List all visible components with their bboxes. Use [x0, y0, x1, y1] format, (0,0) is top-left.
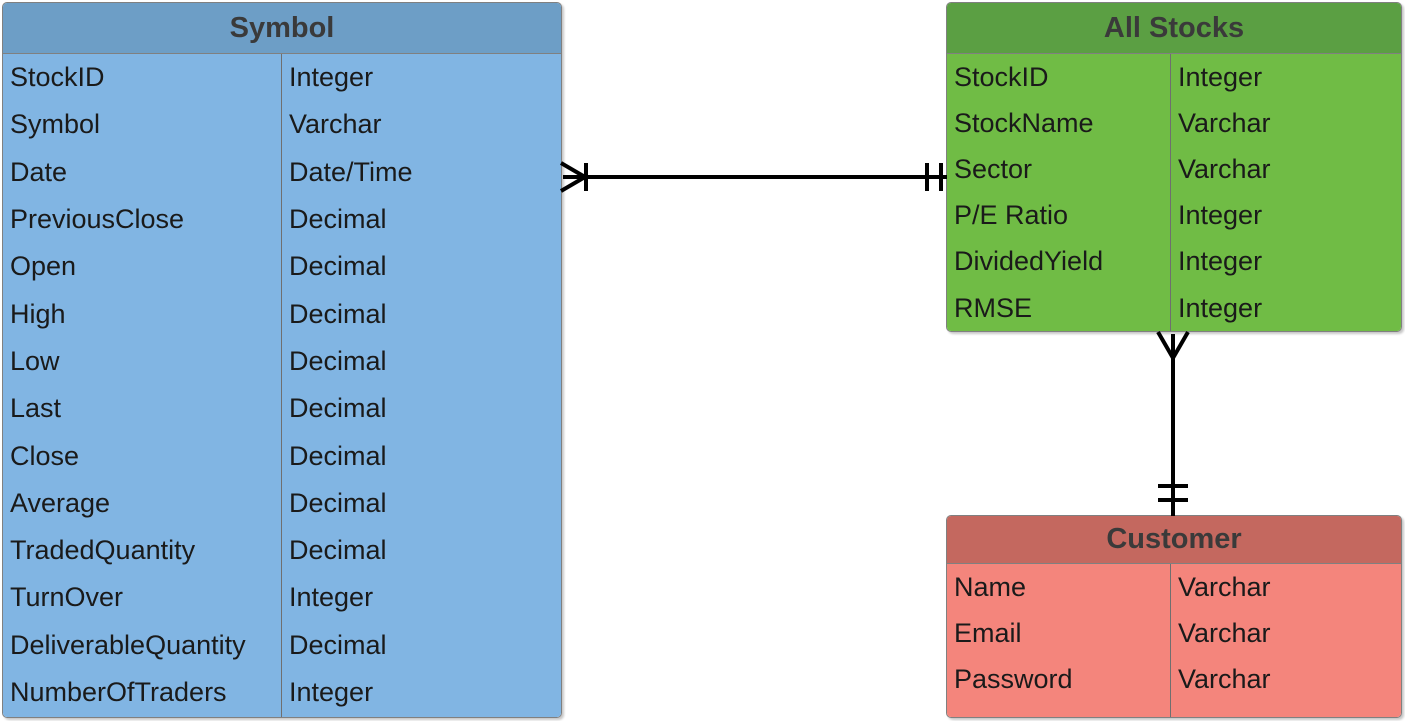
entity-all-stocks-title: All Stocks	[947, 3, 1401, 54]
attribute-name: RMSE	[954, 292, 1033, 323]
attribute-name: Name	[954, 571, 1027, 602]
attribute-type: Integer	[1178, 292, 1263, 323]
crows-foot-many-icon	[559, 161, 587, 193]
attribute-type: Varchar	[289, 109, 382, 140]
entity-symbol-type-column: Integer Varchar Date/Time Decimal Decima…	[282, 54, 561, 717]
attribute-type: Varchar	[1178, 107, 1271, 138]
entity-all-stocks-type-column: Integer Varchar Varchar Integer Integer …	[1171, 54, 1401, 331]
attribute-type: Integer	[1178, 200, 1263, 231]
attribute-name: Sector	[954, 153, 1033, 184]
attribute-type: Varchar	[1178, 153, 1271, 184]
entity-all-stocks-field-column: StockID StockName Sector P/E Ratio Divid…	[947, 54, 1171, 331]
attribute-type: Integer	[289, 582, 374, 613]
attribute-name: DividedYield	[954, 246, 1104, 277]
entity-customer-body: Name Email Password Varchar Varchar Varc…	[947, 564, 1401, 717]
attribute-name: NumberOfTraders	[10, 677, 227, 707]
attribute-name: Low	[10, 345, 60, 376]
attribute-type: Decimal	[289, 535, 387, 566]
attribute-name: Password	[954, 663, 1073, 694]
attribute-type: Integer	[289, 677, 374, 707]
relationship-symbol-all-stocks[interactable]	[555, 145, 955, 215]
attribute-type: Decimal	[289, 345, 387, 376]
attribute-name: StockID	[954, 61, 1049, 92]
attribute-name: StockID	[10, 62, 105, 93]
relationship-all-stocks-customer[interactable]	[1135, 328, 1215, 520]
attribute-type: Decimal	[289, 251, 387, 282]
entity-symbol-title: Symbol	[3, 3, 561, 54]
attribute-name: Open	[10, 251, 77, 282]
attribute-type: Varchar	[1178, 617, 1271, 648]
attribute-name: Symbol	[10, 109, 101, 140]
attribute-type: Varchar	[1178, 571, 1271, 602]
attribute-name: DeliverableQuantity	[10, 629, 246, 660]
entity-symbol[interactable]: Symbol StockID Symbol Date PreviousClose…	[2, 2, 562, 718]
crows-foot-many-icon	[1156, 331, 1190, 359]
entity-symbol-body: StockID Symbol Date PreviousClose Open H…	[3, 54, 561, 717]
attribute-name: High	[10, 298, 66, 329]
attribute-type: Date/Time	[289, 156, 413, 187]
attribute-name: Last	[10, 393, 62, 424]
attribute-name: Close	[10, 440, 80, 471]
entity-customer-type-column: Varchar Varchar Varchar	[1171, 564, 1401, 717]
attribute-name: Date	[10, 156, 68, 187]
attribute-name: P/E Ratio	[954, 200, 1069, 231]
attribute-type: Decimal	[289, 393, 387, 424]
attribute-name: PreviousClose	[10, 204, 185, 235]
entity-all-stocks[interactable]: All Stocks StockID StockName Sector P/E …	[946, 2, 1402, 332]
entity-all-stocks-body: StockID StockName Sector P/E Ratio Divid…	[947, 54, 1401, 331]
attribute-type: Integer	[289, 62, 374, 93]
attribute-type: Decimal	[289, 629, 387, 660]
attribute-type: Varchar	[1178, 663, 1271, 694]
attribute-name: Email	[954, 617, 1022, 648]
entity-customer[interactable]: Customer Name Email Password Varchar Var…	[946, 515, 1402, 718]
attribute-name: StockName	[954, 107, 1094, 138]
attribute-name: TradedQuantity	[10, 535, 196, 566]
entity-customer-title: Customer	[947, 516, 1401, 564]
attribute-type: Integer	[1178, 246, 1263, 277]
attribute-type: Decimal	[289, 298, 387, 329]
attribute-type: Decimal	[289, 204, 387, 235]
attribute-type: Decimal	[289, 487, 387, 518]
attribute-name: Average	[10, 487, 111, 518]
attribute-name: TurnOver	[10, 582, 124, 613]
entity-symbol-field-column: StockID Symbol Date PreviousClose Open H…	[3, 54, 282, 717]
entity-customer-field-column: Name Email Password	[947, 564, 1171, 717]
attribute-type: Integer	[1178, 61, 1263, 92]
attribute-type: Decimal	[289, 440, 387, 471]
